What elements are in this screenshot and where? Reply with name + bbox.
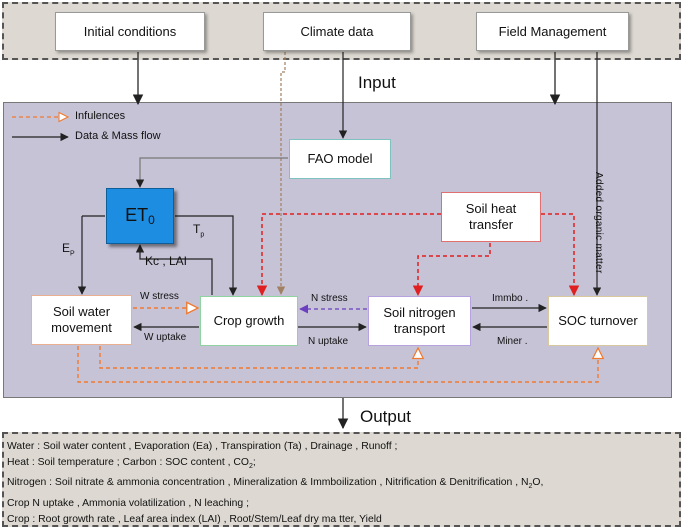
- soc-turnover-label: SOC turnover: [558, 313, 638, 329]
- output-nitrogen-text: Nitrogen : Soil nitrate & ammonia concen…: [7, 477, 529, 489]
- ep-text: E: [62, 241, 71, 255]
- soil-water-movement-box: Soil water movement: [31, 295, 132, 345]
- climate-data-label: Climate data: [300, 23, 374, 39]
- output-heat-suffix: ;: [252, 457, 256, 469]
- influence-loop-outer: [77, 346, 598, 383]
- arrow-heat-to-crop: [256, 213, 441, 297]
- arrow-climate-to-crop: [276, 52, 286, 295]
- tp-label: Tp: [193, 222, 204, 238]
- arrow-heat-to-nitrogen: [412, 243, 491, 297]
- et0-subscript: 0: [148, 212, 155, 227]
- n-uptake-label: N uptake: [308, 336, 349, 347]
- arrow-fao-to-et0: [135, 157, 288, 188]
- output-heat-subscript: 2: [248, 463, 253, 471]
- w-stress-label: W stress: [140, 291, 179, 302]
- tp-text: T: [193, 222, 201, 236]
- tp-subscript: p: [200, 231, 205, 239]
- soil-water-movement-label: Soil water movement: [51, 304, 112, 335]
- influence-loop-inner: [99, 346, 418, 369]
- soil-nitrogen-transport-box: Soil nitrogen transport: [368, 296, 471, 346]
- miner-label: Miner .: [497, 336, 528, 347]
- soil-heat-transfer-label: Soil heat transfer: [465, 201, 517, 232]
- output-list: Water : Soil water content , Evaporation…: [7, 439, 675, 528]
- w-uptake-label: W uptake: [144, 332, 187, 343]
- added-organic-matter-label: Added organic matter: [593, 172, 604, 274]
- fao-model-box: FAO model: [289, 139, 391, 179]
- output-nitrogen-suffix: O,: [532, 477, 544, 489]
- field-management-label: Field Management: [498, 23, 607, 39]
- soc-turnover-box: SOC turnover: [548, 296, 648, 346]
- output-heat-line: Heat : Soil temperature ; Carbon : SOC c…: [7, 455, 675, 475]
- ep-subscript: P: [70, 250, 75, 258]
- arrow-heat-to-soc: [541, 213, 580, 297]
- output-panel: [2, 432, 681, 527]
- et0-label: ET: [125, 205, 149, 226]
- legend-influences-label: Infulences: [75, 110, 126, 122]
- arrow-et0-to-crop: [175, 215, 238, 296]
- output-nitrogen-subscript: 2: [528, 483, 533, 491]
- n-stress-label: N stress: [311, 293, 348, 304]
- soil-heat-transfer-box: Soil heat transfer: [441, 192, 541, 242]
- immbo-label: Immbo .: [492, 293, 529, 304]
- input-heading: Input: [358, 73, 396, 92]
- kc-lai-label: Kc , LAI: [145, 254, 188, 268]
- soil-nitrogen-transport-label: Soil nitrogen transport: [383, 305, 456, 336]
- field-management-box: Field Management: [476, 12, 629, 51]
- initial-conditions-label: Initial conditions: [83, 23, 177, 39]
- initial-conditions-box: Initial conditions: [55, 12, 205, 51]
- output-heading: Output: [360, 407, 412, 426]
- fao-model-label: FAO model: [307, 151, 373, 167]
- ep-label: EP: [62, 241, 75, 257]
- output-nitrogen-line: Nitrogen : Soil nitrate & ammonia concen…: [7, 475, 675, 495]
- crop-growth-box: Crop growth: [200, 296, 298, 346]
- climate-data-box: Climate data: [263, 12, 411, 51]
- output-crop-line: Crop : Root growth rate , Leaf area inde…: [7, 513, 382, 525]
- legend-flow-label: Data & Mass flow: [75, 130, 161, 142]
- arrow-crop-to-et0: [135, 244, 213, 295]
- crop-growth-label: Crop growth: [213, 313, 285, 329]
- output-heat-text: Heat : Soil temperature ; Carbon : SOC c…: [7, 457, 249, 469]
- output-crop-n-line: Crop N uptake , Ammonia volatilization ,…: [7, 497, 249, 509]
- output-water-line: Water : Soil water content , Evaporation…: [7, 441, 398, 452]
